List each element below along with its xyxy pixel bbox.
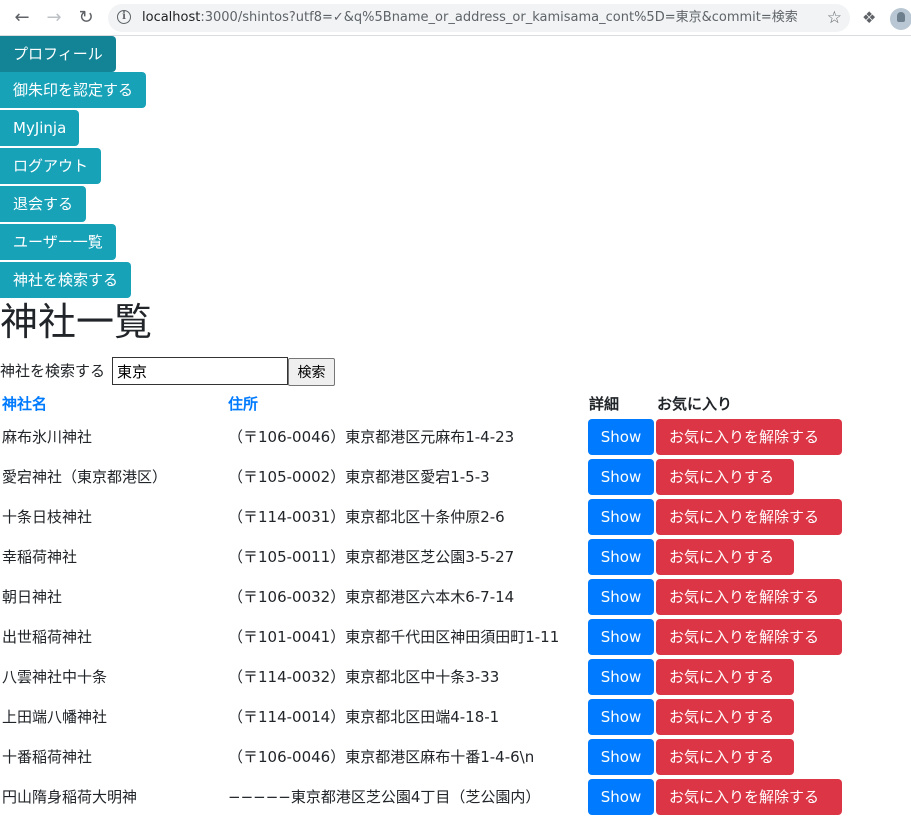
favorite-button[interactable]: お気に入りする	[656, 459, 794, 495]
column-header-name[interactable]: 神社名	[2, 395, 48, 413]
shrine-name: 出世稲荷神社	[2, 628, 93, 646]
shrine-address: （〒114-0014）東京都北区田端4-18-1	[228, 708, 500, 726]
show-button[interactable]: Show	[588, 619, 654, 655]
unfavorite-button[interactable]: お気に入りを解除する	[656, 419, 842, 455]
column-header-detail: 詳細	[589, 395, 620, 413]
browser-toolbar: ← → ↻ i localhost:3000/shintos?utf8=✓&q%…	[0, 0, 911, 36]
info-icon[interactable]: i	[117, 10, 131, 24]
back-arrow-icon[interactable]: ←	[14, 7, 30, 28]
unfavorite-button[interactable]: お気に入りを解除する	[656, 619, 842, 655]
nav-link-logout[interactable]: ログアウト	[0, 148, 102, 184]
extensions-puzzle-icon[interactable]: ❖	[862, 8, 877, 27]
column-header-favorite: お気に入り	[657, 395, 733, 413]
shrine-address: （〒114-0031）東京都北区十条仲原2-6	[228, 508, 505, 526]
shrine-name: 朝日神社	[2, 588, 63, 606]
favorite-button[interactable]: お気に入りする	[656, 659, 794, 695]
nav-link-search-shrine[interactable]: 神社を検索する	[0, 262, 132, 298]
address-bar[interactable]: i localhost:3000/shintos?utf8=✓&q%5Bname…	[108, 4, 850, 32]
url-host: localhost	[142, 10, 201, 25]
show-button[interactable]: Show	[588, 579, 654, 615]
column-header-address[interactable]: 住所	[228, 395, 259, 413]
shrine-address: （〒105-0011）東京都港区芝公園3-5-27	[228, 548, 515, 566]
favorite-button[interactable]: お気に入りする	[656, 699, 794, 735]
nav-link-myjinja[interactable]: MyJinja	[0, 110, 80, 146]
shrine-name: 十条日枝神社	[2, 508, 93, 526]
shrine-name: 十番稲荷神社	[2, 748, 93, 766]
url-text[interactable]: localhost:3000/shintos?utf8=✓&q%5Bname_o…	[142, 4, 814, 32]
unfavorite-button[interactable]: お気に入りを解除する	[656, 499, 842, 535]
favorite-button[interactable]: お気に入りする	[656, 739, 794, 775]
forward-arrow-icon[interactable]: →	[46, 7, 62, 28]
show-button[interactable]: Show	[588, 419, 654, 455]
reload-icon[interactable]: ↻	[78, 7, 94, 28]
show-button[interactable]: Show	[588, 739, 654, 775]
page-title: 神社一覧	[0, 300, 153, 344]
shrine-address: （〒106-0046）東京都港区元麻布1-4-23	[228, 428, 515, 446]
search-label: 神社を検索する	[0, 362, 106, 380]
shrine-address: （〒106-0046）東京都港区麻布十番1-4-6\n	[228, 748, 535, 766]
page-content: プロフィール 御朱印を認定する MyJinja ログアウト 退会する ユーザー一…	[0, 36, 911, 820]
url-path: :3000/shintos?utf8=✓&q%5Bname_or_address…	[200, 10, 798, 25]
show-button[interactable]: Show	[588, 659, 654, 695]
shrine-address: （〒105-0002）東京都港区愛宕1-5-3	[228, 468, 490, 486]
unfavorite-button[interactable]: お気に入りを解除する	[656, 779, 842, 815]
shrine-name: 円山隋身稲荷大明神	[2, 788, 138, 806]
show-button[interactable]: Show	[588, 699, 654, 735]
shrine-address: −−−−−東京都港区芝公園4丁目（芝公園内）	[228, 788, 541, 806]
show-button[interactable]: Show	[588, 499, 654, 535]
nav-link-profile[interactable]: プロフィール	[0, 36, 116, 72]
unfavorite-button[interactable]: お気に入りを解除する	[656, 579, 842, 615]
show-button[interactable]: Show	[588, 779, 654, 815]
nav-link-user-list[interactable]: ユーザー一覧	[0, 224, 116, 260]
profile-avatar[interactable]	[890, 8, 911, 30]
show-button[interactable]: Show	[588, 539, 654, 575]
shrine-name: 麻布氷川神社	[2, 428, 93, 446]
shrine-name: 上田端八幡神社	[2, 708, 108, 726]
favorite-button[interactable]: お気に入りする	[656, 539, 794, 575]
shrine-name: 八雲神社中十条	[2, 668, 108, 686]
bookmark-star-icon[interactable]: ☆	[826, 8, 842, 28]
shrine-name: 愛宕神社（東京都港区）	[2, 468, 168, 486]
show-button[interactable]: Show	[588, 459, 654, 495]
nav-link-certify-goshuin[interactable]: 御朱印を認定する	[0, 72, 147, 108]
nav-link-withdraw[interactable]: 退会する	[0, 186, 87, 222]
shrine-address: （〒106-0032）東京都港区六本木6-7-14	[228, 588, 515, 606]
shrine-address: （〒101-0041）東京都千代田区神田須田町1-11	[228, 628, 560, 646]
search-input[interactable]	[112, 357, 288, 385]
shrine-name: 幸稲荷神社	[2, 548, 78, 566]
shrine-address: （〒114-0032）東京都北区中十条3-33	[228, 668, 500, 686]
search-button[interactable]: 検索	[288, 358, 335, 386]
